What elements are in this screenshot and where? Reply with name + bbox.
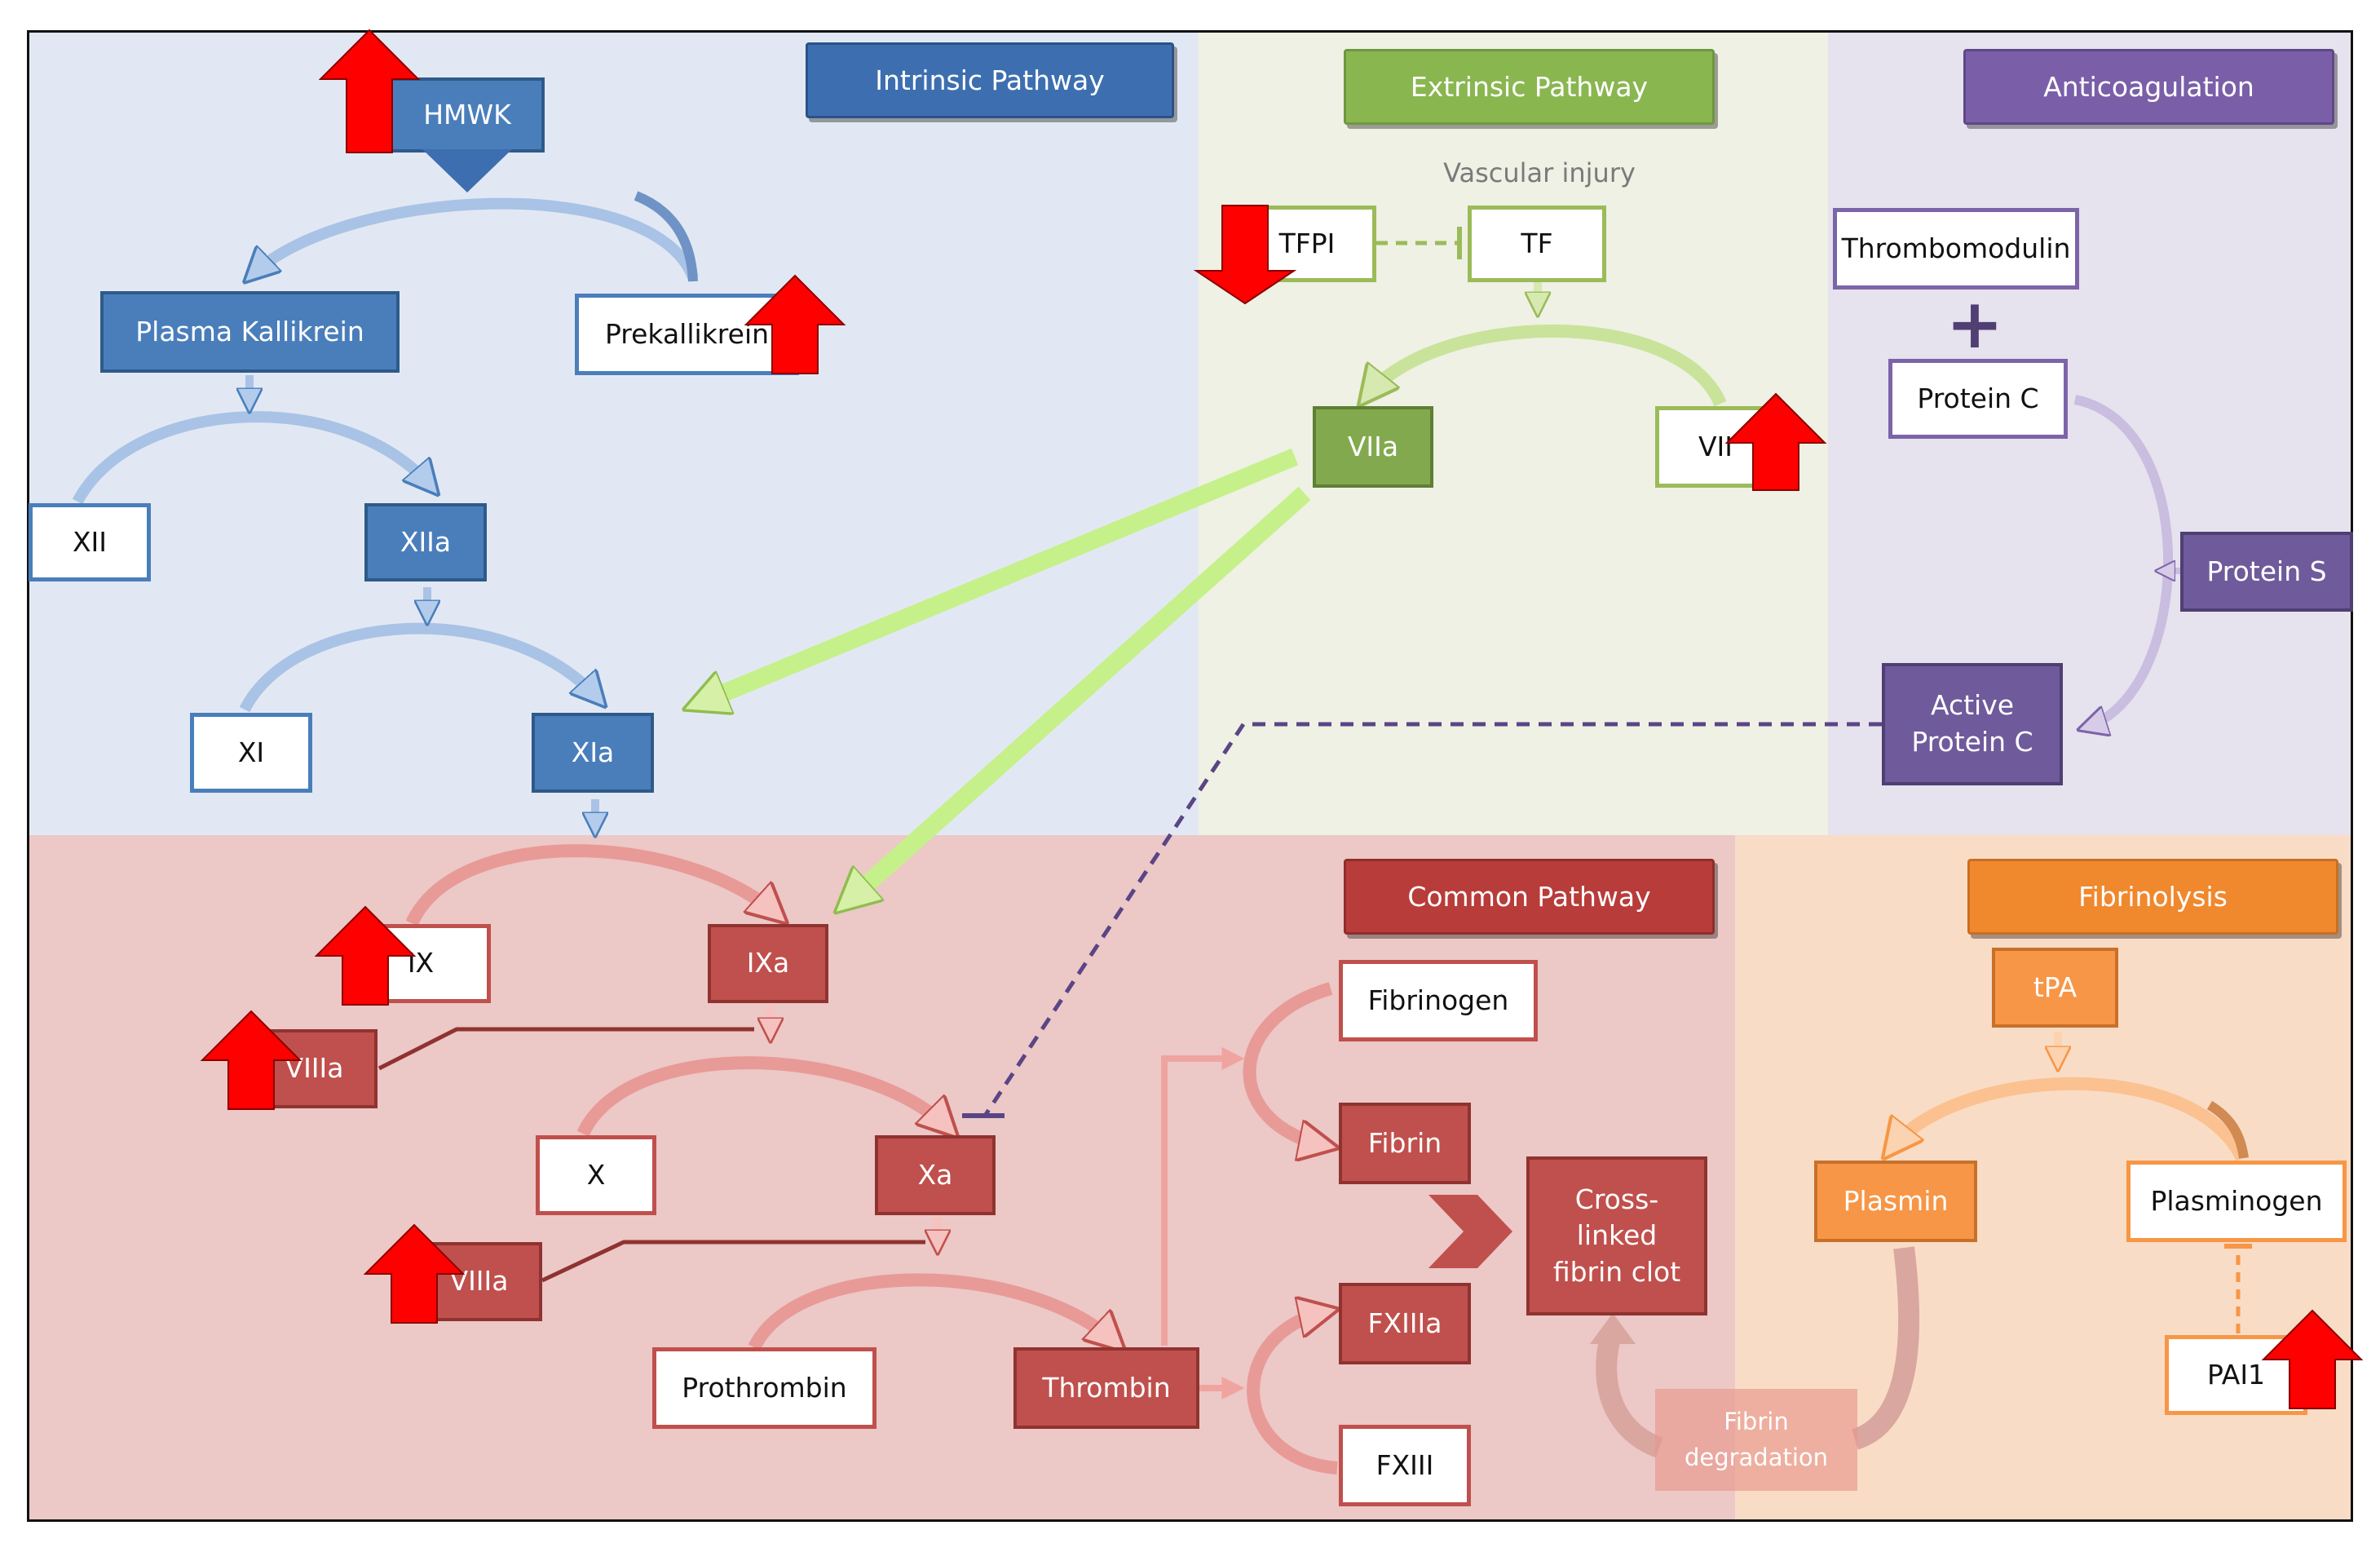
node-tfpi: TFPI [1238,206,1376,282]
node-thrombomodulin: Thrombomodulin [1833,208,2079,290]
prothrombin-to-thrombin-arc [748,1273,1117,1347]
header-extrinsic: Extrinsic Pathway [1344,49,1715,125]
node-plasminogen: Plasminogen [2126,1161,2347,1242]
node-fibrin: Fibrin [1339,1103,1471,1184]
protein-c-to-active-arc [2075,395,2174,727]
node-prekallikrein: Prekallikrein [575,294,799,375]
ix-to-ixa-arc [405,844,779,923]
node-xa: Xa [875,1135,996,1215]
node-protein-s: Protein S [2180,532,2353,612]
node-xii: XII [29,503,151,581]
node-viia: VIIa [1313,406,1433,488]
node-pai1: PAI1 [2165,1335,2307,1415]
diagram-frame [27,30,2353,1522]
header-intrinsic: Intrinsic Pathway [806,42,1174,118]
degradation-to-clot-curve [1596,1334,1663,1458]
node-thrombin: Thrombin [1013,1347,1199,1429]
fibrinogen-to-fibrin-arc [1243,982,1331,1146]
x-to-xa-arc [576,1056,950,1134]
fxiii-to-fxiiia-arc [1247,1311,1337,1475]
node-hmwk: HMWK [390,77,545,153]
node-protein-c: Protein C [1888,359,2068,439]
plasmin-to-degradation-curve [1851,1246,1920,1450]
node-fxiiia: FXIIIa [1339,1283,1471,1364]
header-anticoagulation: Anticoagulation [1963,49,2334,125]
vii-to-viia-arc [1366,324,1727,404]
node-plasma-kallikrein: Plasma Kallikrein [100,291,400,373]
viiia1-cofactor-line [378,1027,754,1071]
node-vii: VII [1655,406,1776,488]
fibrin-degradation-box: Fibrin degradation [1655,1389,1857,1491]
node-xia: XIa [532,713,654,793]
node-crosslinked-clot: Cross- linked fibrin clot [1526,1156,1707,1315]
node-fxiii: FXIII [1339,1425,1471,1506]
apc-inhibits-xa [982,722,1882,1117]
viia-to-ixa-arrow [848,486,1311,901]
hmwk-to-kallikrein-arc [251,197,699,277]
viiia2-cofactor-line [541,1240,925,1283]
node-tpa: tPA [1992,948,2118,1028]
plasminogen-to-plasmin-arc [1890,1077,2249,1158]
xii-to-xiia-arc [72,411,432,505]
header-fibrinolysis: Fibrinolysis [1967,859,2338,935]
plus-sign: + [1945,284,2004,365]
plasminogen-arc-tail [2206,1100,2249,1159]
node-plasmin: Plasmin [1814,1161,1977,1242]
clot-chevron [1428,1195,1512,1268]
node-ixa: IXa [708,924,828,1003]
xi-to-xia-arc [239,622,599,713]
header-common: Common Pathway [1344,859,1715,935]
node-fibrinogen: Fibrinogen [1339,960,1538,1041]
thrombin-to-fibrinogen-line [1161,1047,1245,1346]
node-viiia-2: VIIIa [416,1242,542,1321]
node-active-protein-c: Active Protein C [1882,663,2063,785]
node-x: X [536,1135,656,1215]
node-xiia: XIIa [364,503,487,581]
node-prothrombin: Prothrombin [652,1347,876,1429]
node-viiia-1: VIIIa [251,1029,378,1108]
node-xi: XI [190,713,312,793]
label-vascular-injury: Vascular injury [1443,157,1636,188]
prekallikrein-to-kallikrein-arc [634,191,698,282]
intrinsic-region [27,30,1199,835]
node-ix: IX [351,924,491,1003]
viia-to-xia-arrow [700,448,1299,703]
degradation-arrowhead [1590,1313,1636,1344]
node-tf: TF [1468,206,1606,282]
